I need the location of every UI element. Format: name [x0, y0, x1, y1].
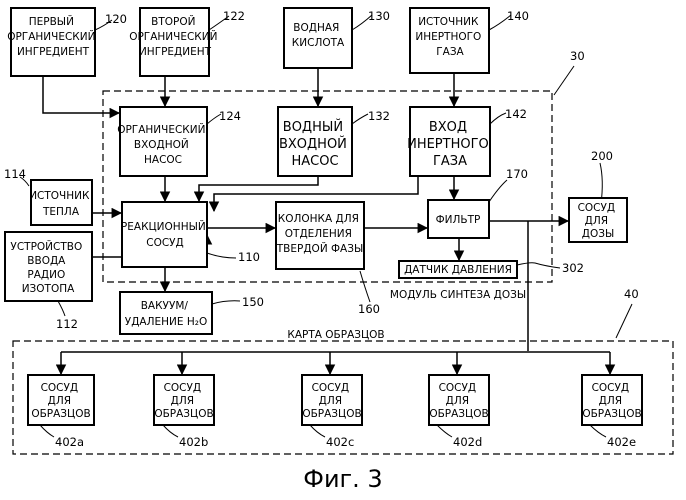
ref-114: 114 [4, 167, 26, 181]
ref-302: 302 [562, 261, 584, 275]
ref-124: 124 [219, 109, 241, 123]
ref-402a: 402a [55, 435, 84, 449]
ref-140: 140 [507, 9, 529, 23]
filter-label: ФИЛЬТР [436, 214, 481, 226]
ref-40: 40 [624, 287, 639, 301]
ref-160: 160 [358, 302, 380, 316]
ref-402c: 402c [326, 435, 354, 449]
ref-132: 132 [368, 109, 390, 123]
ref-30: 30 [570, 49, 585, 63]
ref-402b: 402b [179, 435, 208, 449]
heat-source-box [31, 180, 92, 225]
ref-122: 122 [223, 9, 245, 23]
ref-130: 130 [368, 9, 390, 23]
pressure-sensor-label: ДАТЧИК ДАВЛЕНИЯ [404, 264, 512, 276]
ref-112: 112 [56, 317, 78, 331]
ref-200: 200 [591, 149, 613, 163]
ref-402e: 402e [607, 435, 636, 449]
solid-phase-column-label: КОЛОНКА ДЛЯ ОТДЕЛЕНИЯ ТВЕРДОЙ ФАЗЫ [276, 213, 363, 255]
sample-card-label: КАРТА ОБРАЗЦОВ [287, 329, 384, 341]
ref-110: 110 [238, 250, 260, 264]
ref-142: 142 [505, 107, 527, 121]
figure-caption: Фиг. 3 [303, 465, 382, 493]
ref-170: 170 [506, 167, 528, 181]
reaction-vessel-box [122, 202, 207, 267]
ref-120: 120 [105, 12, 127, 26]
module-label: МОДУЛЬ СИНТЕЗА ДОЗЫ [390, 289, 526, 301]
ref-402d: 402d [453, 435, 482, 449]
ref-150: 150 [242, 295, 264, 309]
